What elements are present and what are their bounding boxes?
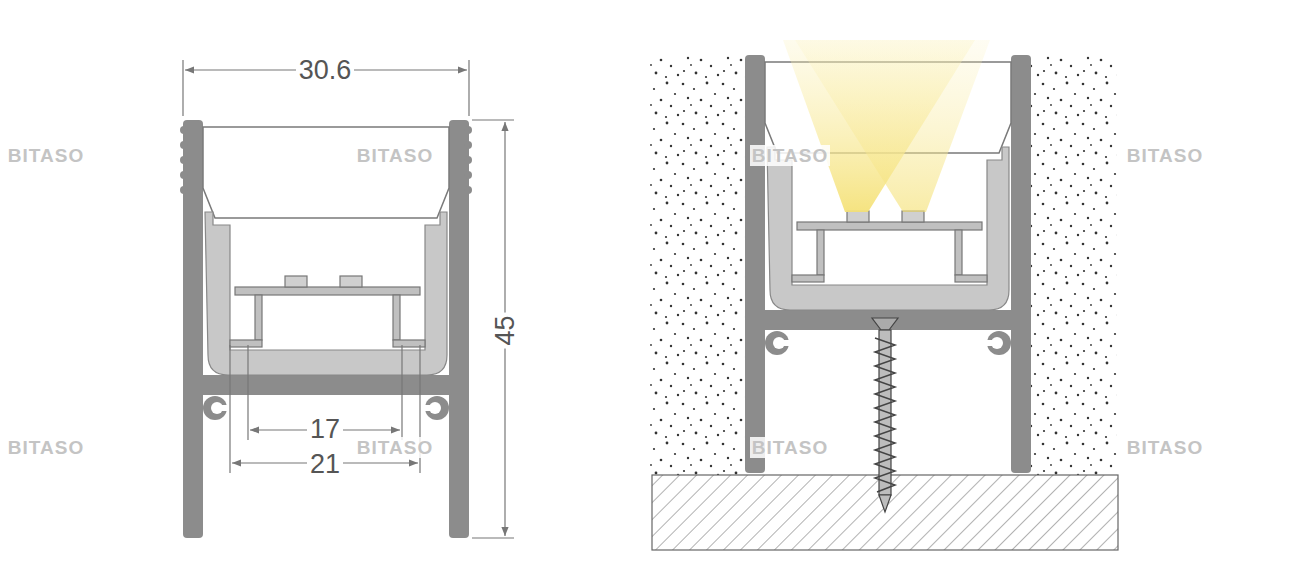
watermark: BITASO [6, 145, 86, 166]
watermark: BITASO [1125, 437, 1205, 458]
watermark: BITASO [355, 145, 435, 166]
dimension-inner: 17 [307, 416, 343, 443]
watermark: BITASO [355, 437, 435, 458]
watermark: BITASO [1125, 145, 1205, 166]
watermark: BITASO [750, 145, 830, 166]
dimension-height: 45 [491, 312, 518, 348]
watermark: BITASO [750, 437, 830, 458]
watermark: BITASO [6, 437, 86, 458]
dimension-outer: 21 [307, 451, 343, 478]
dimension-width: 30.6 [296, 57, 355, 84]
